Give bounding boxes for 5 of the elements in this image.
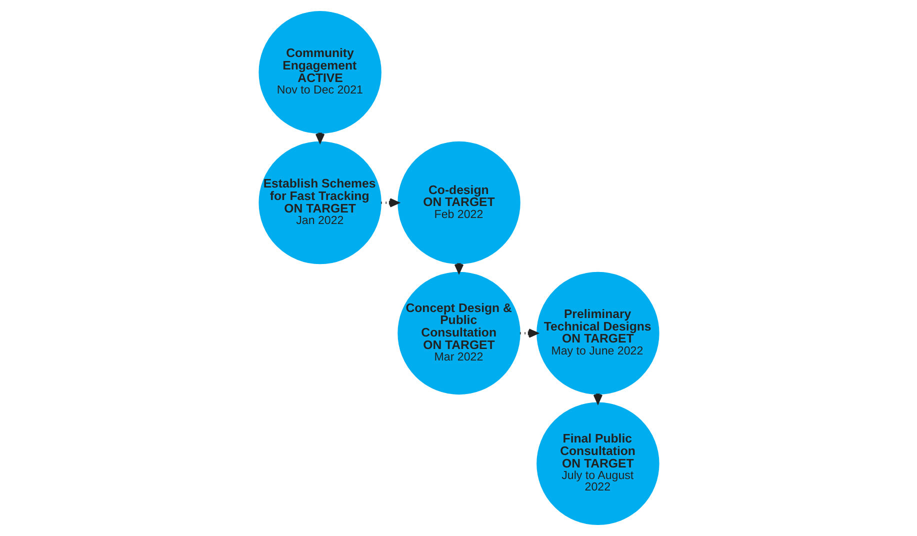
arrow <box>380 198 398 208</box>
node-circle: Concept Design & Public Consultation ON TARGET Mar 2022 <box>397 272 520 395</box>
arrow <box>520 328 538 338</box>
node-circle: Final Public Consultation ON TARGET July to August 2022 <box>536 402 659 526</box>
node-circle: Establish Schemes for Fast Tracking ON TARGET Jan 2022 <box>258 141 381 264</box>
